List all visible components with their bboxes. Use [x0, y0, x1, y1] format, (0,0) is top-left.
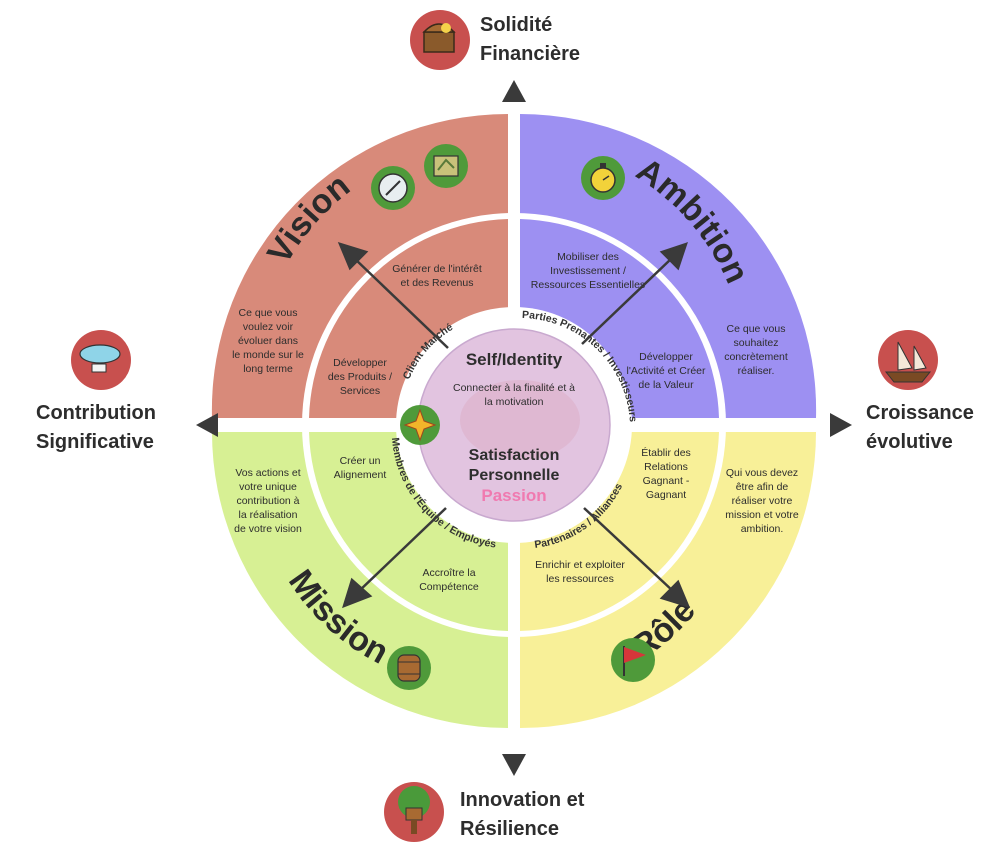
vision-outer-text: Ce que vous voulez voir évoluer dans le … [226, 306, 310, 376]
role-outer-text: Qui vous devez être afin de réaliser vot… [714, 466, 810, 536]
text-line: la motivation [484, 396, 544, 408]
stopwatch-icon [581, 156, 625, 200]
text-line: Vos actions et [235, 467, 301, 479]
text-line: contribution à [236, 495, 300, 507]
mission-outer-text: Vos actions et votre unique contribution… [222, 466, 314, 536]
sparkle-icon [400, 405, 440, 445]
bottom-label-line: Résilience [460, 818, 559, 840]
right-label: Croissance évolutive [866, 399, 974, 457]
right-label-line: évolutive [866, 431, 953, 453]
text-line: réaliser. [737, 365, 775, 377]
arrows [337, 242, 691, 609]
arrow-role-head [659, 579, 691, 608]
top-label: Solidité Financière [480, 11, 580, 69]
text-line: Connecter à la finalité et à [453, 382, 575, 394]
text-line: Alignement [333, 469, 387, 481]
text-line: voulez voir [242, 321, 294, 333]
mission-inner-top-text: Créer un Alignement [322, 454, 398, 482]
arrow-vision-head [337, 242, 369, 271]
text-line: de la Valeur [638, 379, 694, 391]
text-line: Développer [639, 351, 693, 363]
text-line: des Produits / [327, 371, 393, 383]
text-line: Accroître la [422, 567, 476, 579]
core-passion: Passion [481, 486, 547, 505]
text-line: Enrichir et exploiter [535, 559, 625, 571]
airship-icon [71, 330, 131, 390]
text-line: Gagnant [645, 489, 687, 501]
text-line: évoluer dans [237, 335, 299, 347]
west-arrow [196, 413, 218, 437]
east-arrow [830, 413, 852, 437]
text-line: votre unique [239, 481, 297, 493]
vision-inner-bottom-text: Développer des Produits / Services [318, 356, 402, 398]
ambition-inner-top-text: Mobiliser des Investissement / Ressource… [526, 250, 650, 292]
south-arrow [502, 754, 526, 776]
left-label-line: Contribution [36, 402, 156, 424]
text-line: Personnelle [468, 467, 560, 484]
text-line: être afin de [735, 481, 789, 493]
text-line: Gagnant - [642, 475, 690, 487]
left-label-line: Significative [36, 431, 154, 453]
map-icon [424, 144, 468, 188]
text-line: Relations [644, 461, 688, 473]
text-line: Mobiliser des [557, 251, 619, 263]
text-line: concrètement [724, 351, 788, 363]
text-line: mission et votre [725, 509, 799, 521]
text-line: long terme [243, 363, 293, 375]
core-title: Self/Identity [465, 350, 563, 369]
text-line: Investissement / [550, 265, 626, 277]
text-line: de votre vision [234, 523, 302, 535]
barrel-icon [387, 646, 431, 690]
text-line: Ce que vous [238, 307, 298, 319]
text-line: et des Revenus [400, 277, 474, 289]
core-satisfaction: Satisfaction Personnelle [434, 446, 594, 486]
red-flag-icon [611, 638, 655, 682]
ambition-outer-text: Ce que vous souhaitez concrètement réali… [716, 322, 796, 378]
left-label: Contribution Significative [36, 399, 156, 457]
ambition-inner-bottom-text: Développer l'Activité et Créer de la Val… [616, 350, 716, 392]
arrow-ambition-head [659, 242, 688, 271]
sailing-ship-icon [878, 330, 938, 390]
north-arrow [502, 80, 526, 102]
treasure-chest-icon [410, 10, 470, 70]
role-inner-top-text: Établir des Relations Gagnant - Gagnant [626, 446, 706, 502]
text-line: la réalisation [238, 509, 298, 521]
role-inner-bottom-text: Enrichir et exploiter les ressources [518, 558, 642, 586]
arrow-mission-head [342, 577, 373, 609]
text-line: Compétence [419, 581, 479, 593]
vision-inner-top-text: Générer de l'intérêt et des Revenus [382, 262, 492, 290]
core-subtitle: Connecter à la finalité et à la motivati… [434, 381, 594, 409]
text-line: le monde sur le [232, 349, 304, 361]
text-line: les ressources [546, 573, 614, 585]
text-line: ambition. [740, 523, 784, 535]
top-label-line: Financière [480, 43, 581, 65]
text-line: Qui vous devez [725, 467, 799, 479]
bottom-label: Innovation et Résilience [460, 786, 584, 844]
text-line: Développer [333, 357, 387, 369]
text-line: Ressources Essentielles [530, 279, 646, 291]
text-line: Établir des [641, 447, 691, 459]
text-line: souhaitez [733, 337, 779, 349]
top-label-line: Solidité [480, 14, 553, 36]
mission-inner-bottom-text: Accroître la Compétence [406, 566, 492, 594]
text-line: Ce que vous [726, 323, 786, 335]
text-line: réaliser votre [731, 495, 793, 507]
text-line: Générer de l'intérêt [392, 263, 482, 275]
text-line: l'Activité et Créer [626, 365, 706, 377]
text-line: Satisfaction [468, 447, 560, 464]
bottom-label-line: Innovation et [460, 789, 585, 811]
text-line: Créer un [339, 455, 381, 467]
compass-icon [371, 166, 415, 210]
treehouse-icon [384, 782, 444, 842]
right-label-line: Croissance [866, 402, 974, 424]
text-line: Services [339, 385, 381, 397]
